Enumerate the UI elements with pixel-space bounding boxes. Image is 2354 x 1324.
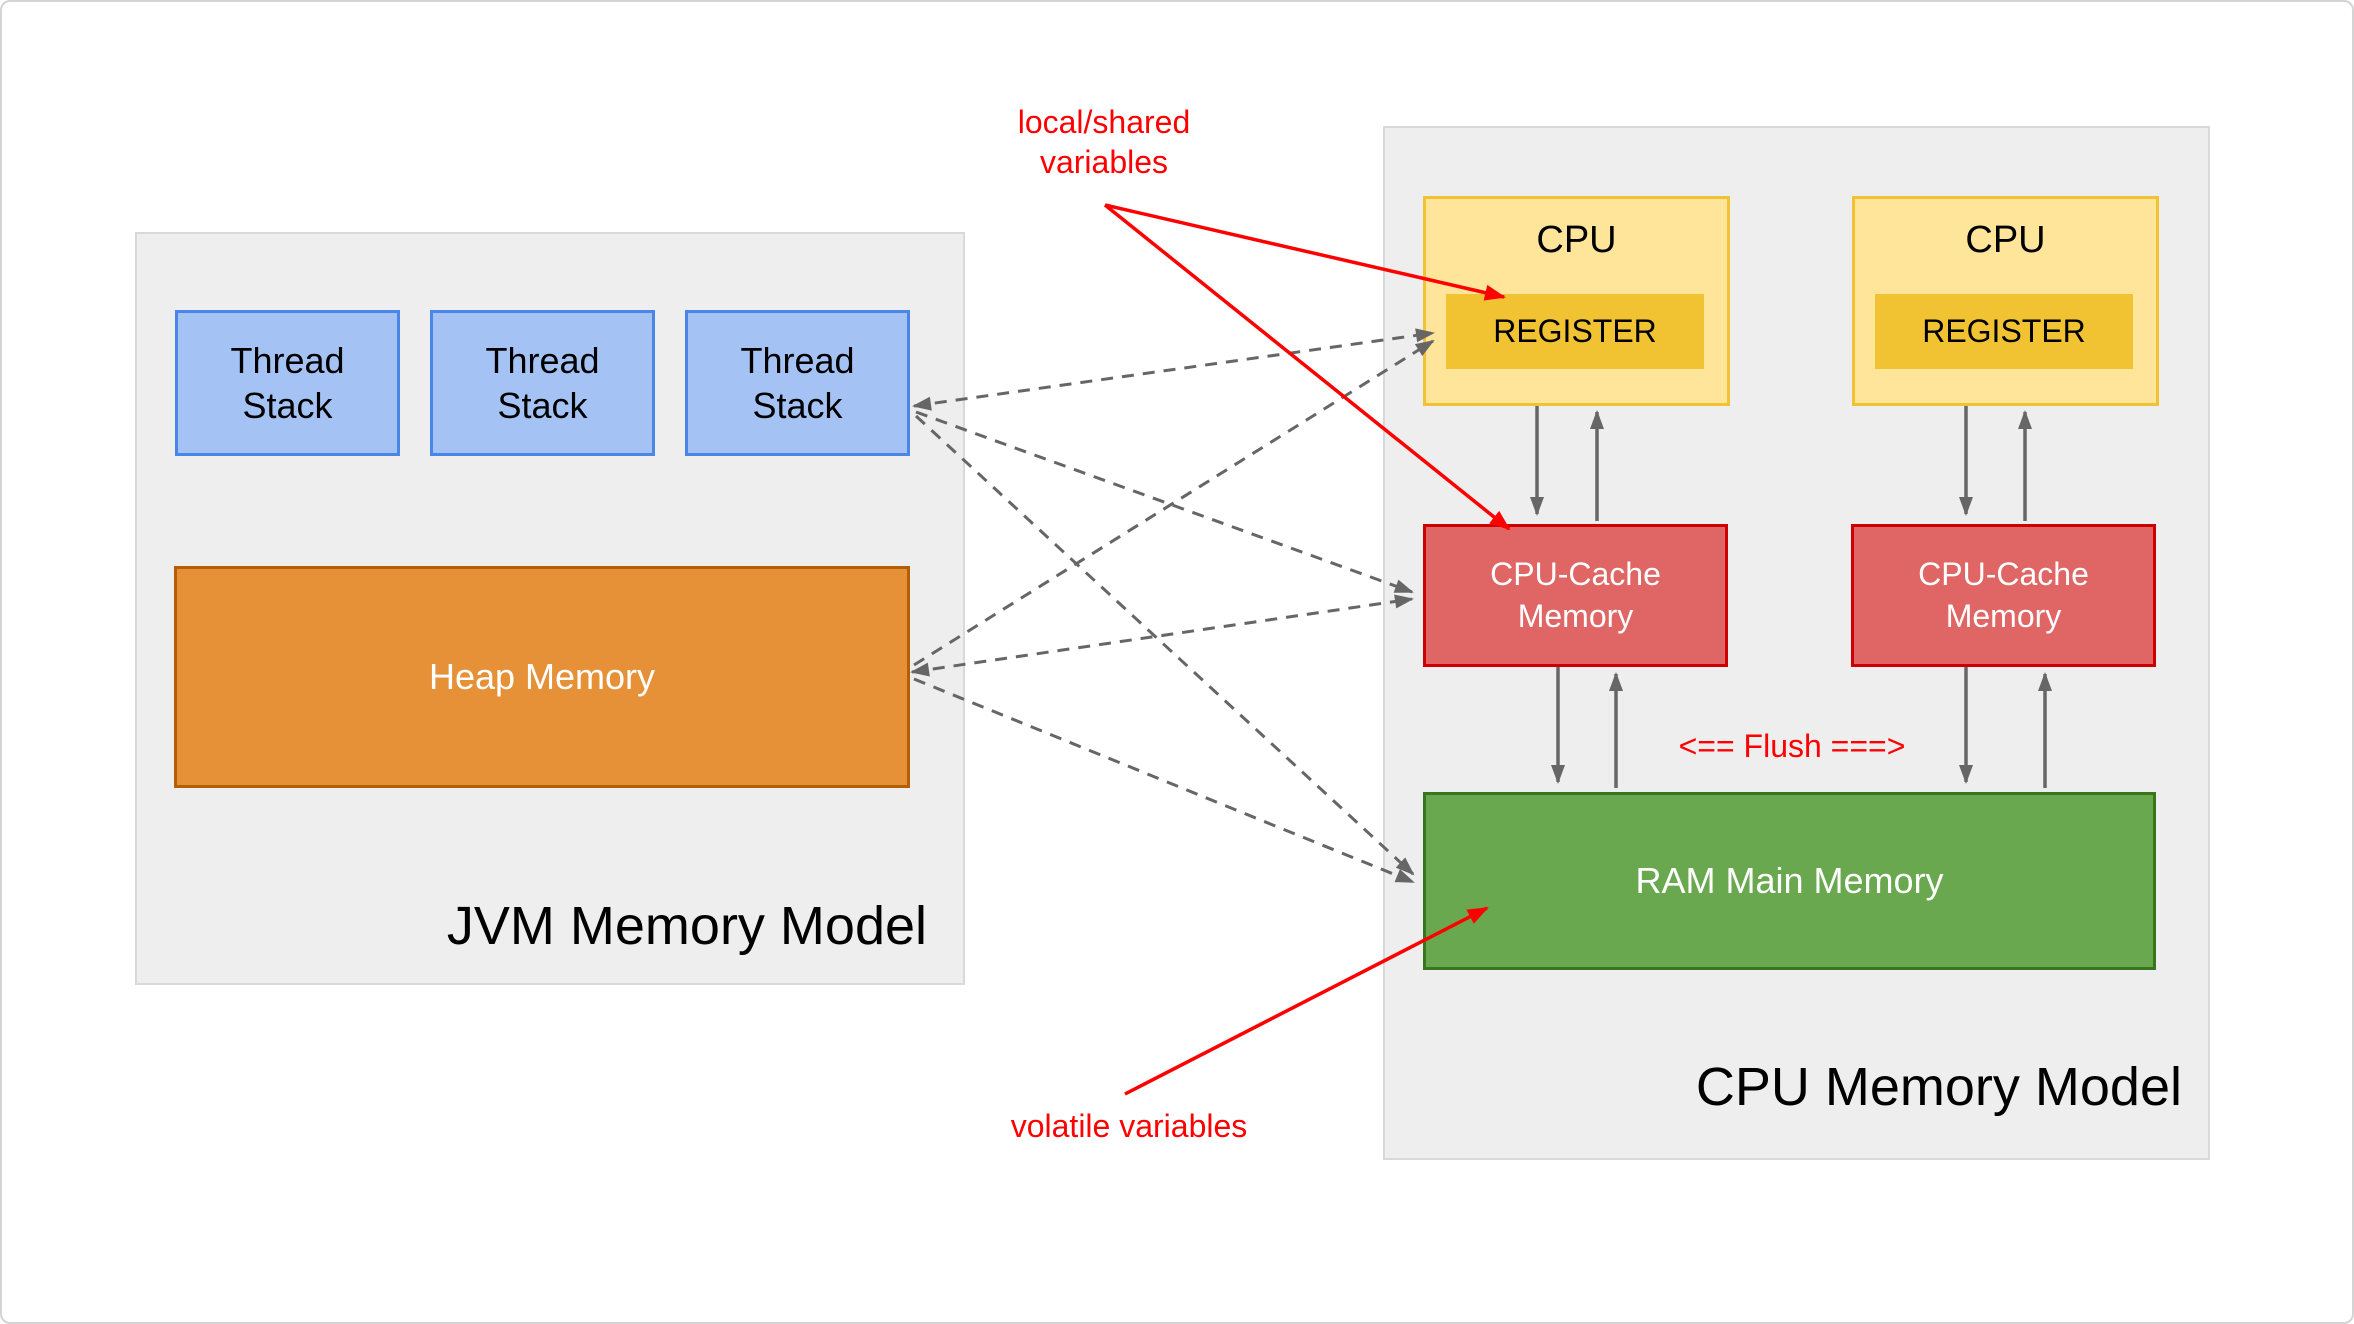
dashed-connections — [910, 328, 1435, 884]
heap-memory-box: Heap Memory — [174, 566, 910, 788]
local-shared-variables-label: local/shared variables — [1017, 104, 1191, 180]
flush-label: <== Flush ===> — [1678, 728, 1906, 764]
cpu-box-1: CPU REGISTER — [1423, 196, 1730, 406]
cpu-label-2: CPU — [1965, 219, 2046, 261]
volatile-variables-label: volatile variables — [1010, 1108, 1248, 1144]
ram-main-memory-box: RAM Main Memory — [1423, 792, 2156, 970]
arrow-threadstack-cache — [915, 410, 1414, 594]
cpu-memory-model-container: CPU REGISTER CPU REGISTER CPU-Cache Memo… — [1383, 126, 2210, 1160]
jvm-memory-model-container: Thread Stack Thread Stack Thread Stack H… — [135, 232, 965, 985]
jvm-memory-model-title: JVM Memory Model — [446, 896, 927, 956]
cpu-memory-model-title: CPU Memory Model — [1695, 1057, 2182, 1117]
thread-stack-box-1: Thread Stack — [175, 310, 400, 456]
thread-stack-box-2: Thread Stack — [430, 310, 655, 456]
arrow-threadstack-ram — [914, 414, 1415, 876]
cpu-cache-memory-box-1: CPU-Cache Memory — [1423, 524, 1728, 667]
arrow-heap-ram — [913, 677, 1415, 884]
arrow-heap-register — [913, 339, 1435, 667]
arrow-heap-cache — [910, 594, 1414, 677]
register-box-1: REGISTER — [1446, 294, 1704, 369]
arrow-threadstack-register — [912, 328, 1435, 411]
cpu-box-2: CPU REGISTER — [1852, 196, 2159, 406]
cpu-label-1: CPU — [1536, 219, 1617, 261]
thread-stack-box-3: Thread Stack — [685, 310, 910, 456]
register-box-2: REGISTER — [1875, 294, 2133, 369]
cpu-cache-memory-box-2: CPU-Cache Memory — [1851, 524, 2156, 667]
